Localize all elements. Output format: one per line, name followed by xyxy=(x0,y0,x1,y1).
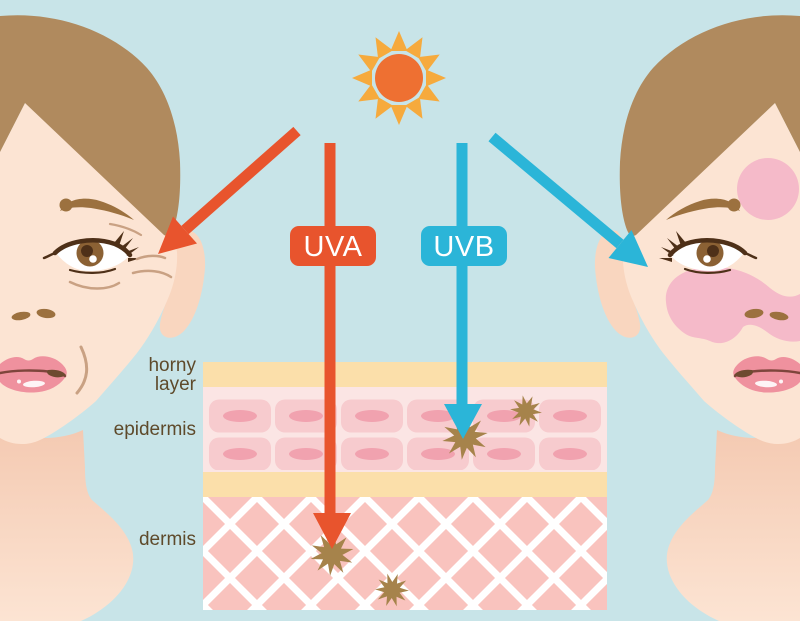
uvb-badge-label: UVB xyxy=(433,231,494,263)
skin-cross-section xyxy=(203,362,607,612)
label-horny-layer-line1: horny xyxy=(148,355,196,376)
uvb-badge xyxy=(421,226,507,266)
uva-penetration-arrow xyxy=(313,143,351,549)
right-face-illustration xyxy=(594,15,800,621)
epidermis-cells xyxy=(206,396,604,470)
sun-core xyxy=(375,54,423,102)
basal-band xyxy=(203,472,607,497)
wrinkles xyxy=(68,222,173,395)
sunburn-spot-cheek xyxy=(665,267,800,344)
uvb-penetration-arrow xyxy=(444,143,482,439)
uva-badge xyxy=(290,226,376,266)
sun-icon xyxy=(352,31,446,125)
uvb-ray-to-face-arrow xyxy=(488,132,648,267)
dermis-crosshatch xyxy=(203,497,607,610)
horny-layer-band xyxy=(203,362,607,387)
left-face-illustration xyxy=(0,15,206,621)
label-horny-layer-line2: layer xyxy=(155,374,197,395)
sunburn-spot-forehead xyxy=(737,158,799,220)
uva-ray-to-face-arrow xyxy=(158,126,301,254)
uva-badge-label: UVA xyxy=(304,231,363,263)
label-epidermis: epidermis xyxy=(114,419,196,440)
label-dermis: dermis xyxy=(139,529,196,550)
